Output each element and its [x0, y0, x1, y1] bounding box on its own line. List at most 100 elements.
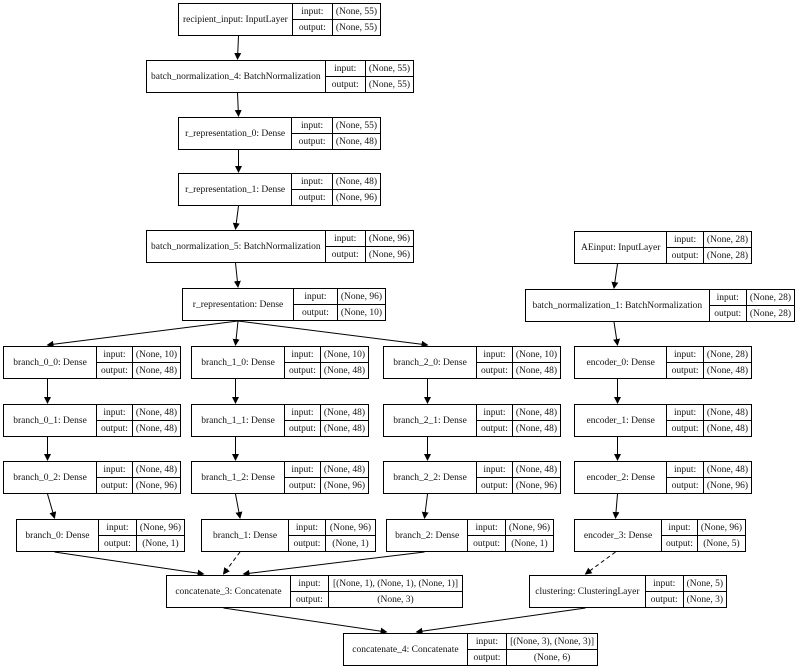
input-label: input: — [293, 4, 333, 19]
layer-node-bn5: batch_normalization_5: BatchNormalizatio… — [146, 230, 414, 263]
output-label: output: — [292, 189, 333, 205]
input-shape: (None, 96) — [139, 522, 181, 533]
input-label: input: — [646, 576, 684, 591]
edge-bn4-to-rrep0 — [234, 92, 242, 117]
input-label: input: — [285, 347, 321, 362]
io-labels: input:output: — [294, 289, 338, 320]
output-label: output: — [468, 535, 506, 551]
io-labels: input:output: — [476, 462, 513, 493]
output-shape: (None, 48) — [512, 362, 560, 378]
input-shape: (None, 10) — [323, 349, 365, 360]
layer-name: branch_1_0: Dense — [192, 347, 285, 378]
output-label: output: — [667, 420, 704, 436]
layer-name: r_representation: Dense — [183, 289, 295, 320]
io-shapes: (None, 48) (None, 48) — [512, 405, 560, 436]
io-labels: input:output: — [96, 347, 133, 378]
input-shape: (None, 48) — [706, 407, 748, 418]
input-shape: (None, 48) — [335, 176, 377, 187]
output-label: output: — [667, 362, 704, 378]
io-shapes: (None, 96)(None, 5) — [697, 520, 745, 551]
io-shapes: (None, 10)(None, 48) — [320, 347, 368, 378]
edge-concat3-to-concat4 — [223, 607, 388, 635]
output-shape: (None, 1) — [136, 535, 184, 551]
input-label: input: — [468, 634, 508, 649]
edge-rrep-to-b20 — [237, 320, 429, 348]
output-shape: (None, 96) — [512, 477, 560, 493]
input-label: input: — [97, 405, 133, 420]
output-label: output: — [667, 247, 704, 263]
edge-b1-to-concat3 — [222, 551, 241, 575]
output-label: output: — [96, 477, 133, 493]
output-label: output: — [294, 304, 338, 320]
io-shapes: (None, 55)(None, 55) — [365, 61, 413, 92]
layer-name: branch_0: Dense — [17, 520, 99, 551]
layer-name: branch_2: Dense — [387, 520, 469, 551]
output-label: output: — [325, 76, 366, 92]
layer-name: branch_1: Dense — [202, 520, 289, 551]
input-label: input: — [294, 289, 338, 304]
io-labels: input:output: — [284, 347, 321, 378]
io-labels: input:output: — [645, 576, 684, 607]
io-labels: input:output: — [292, 4, 333, 35]
edge-recipient_input-to-bn4 — [234, 35, 242, 60]
io-labels: input:output: — [292, 118, 333, 149]
output-shape: (None, 48) — [512, 420, 560, 436]
input-shape: (None, 28) — [706, 234, 748, 245]
io-labels: input:output: — [667, 405, 704, 436]
output-shape: (None, 10) — [337, 304, 385, 320]
output-shape: (None, 3) — [329, 591, 462, 607]
layer-name: branch_2_1: Dense — [384, 405, 477, 436]
io-labels: input:output: — [96, 462, 133, 493]
input-shape: (None, 48) — [323, 407, 365, 418]
output-shape: (None, 48) — [132, 362, 180, 378]
layer-name: branch_1_1: Dense — [192, 405, 285, 436]
io-labels: input:output: — [667, 347, 704, 378]
output-label: output: — [467, 649, 508, 665]
input-label: input: — [97, 347, 133, 362]
layer-node-bn4: batch_normalization_4: BatchNormalizatio… — [146, 60, 414, 93]
input-shape: (None, 10) — [515, 349, 557, 360]
input-shape: (None, 55) — [335, 120, 377, 131]
output-shape: (None, 6) — [507, 649, 597, 665]
layer-name: concatenate_4: Concatenate — [344, 634, 468, 665]
output-label: output: — [476, 477, 513, 493]
input-label: input: — [667, 347, 704, 362]
input-label: input: — [667, 462, 704, 477]
input-shape: [(None, 1), (None, 1), (None, 1)] — [332, 578, 459, 589]
output-shape: (None, 48) — [703, 362, 751, 378]
output-shape: (None, 1) — [505, 535, 553, 551]
layer-name: branch_0_0: Dense — [4, 347, 97, 378]
io-labels: input:output: — [467, 634, 508, 665]
output-label: output: — [476, 362, 513, 378]
output-label: output: — [292, 19, 333, 35]
layer-node-bn1: batch_normalization_1: BatchNormalizatio… — [525, 289, 795, 322]
edge-b12-to-b1 — [235, 493, 243, 519]
output-label: output: — [291, 591, 329, 607]
layer-name: batch_normalization_4: BatchNormalizatio… — [147, 61, 326, 92]
output-label: output: — [476, 420, 513, 436]
input-shape: (None, 55) — [335, 6, 377, 17]
layer-name: encoder_2: Dense — [575, 462, 668, 493]
input-shape: (None, 10) — [135, 349, 177, 360]
input-label: input: — [289, 520, 326, 535]
input-label: input: — [285, 405, 321, 420]
input-shape: (None, 48) — [323, 464, 365, 475]
edge-b2-to-concat3 — [242, 551, 425, 577]
output-shape: (None, 48) — [320, 420, 368, 436]
input-shape: (None, 48) — [515, 407, 557, 418]
io-shapes: (None, 96)(None, 1) — [505, 520, 553, 551]
input-shape: (None, 55) — [368, 63, 410, 74]
io-labels: input:output: — [289, 520, 326, 551]
input-label: input: — [477, 405, 513, 420]
layer-name: batch_normalization_1: BatchNormalizatio… — [526, 290, 710, 321]
layer-name: recipient_input: InputLayer — [179, 4, 293, 35]
